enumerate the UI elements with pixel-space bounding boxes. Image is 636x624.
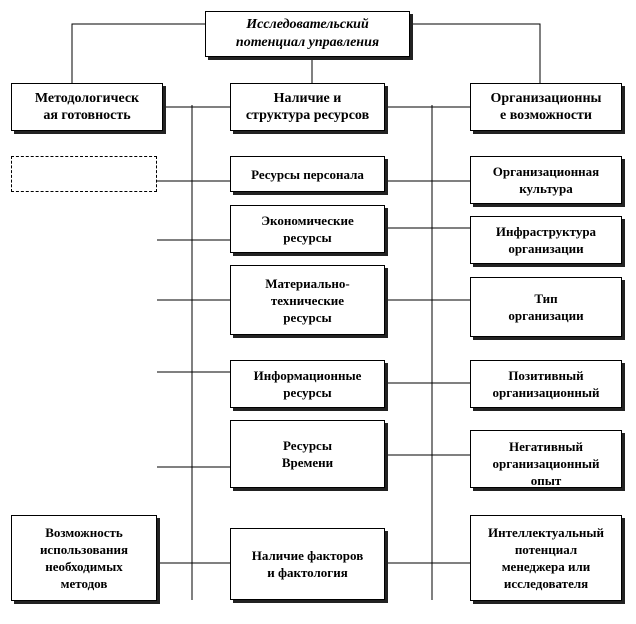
middle-item-economic-label: Экономические ресурсы xyxy=(261,213,354,245)
diagram-title-box: Исследовательский потенциал управления xyxy=(205,11,410,57)
diagram-title: Исследовательский потенциал управления xyxy=(235,17,380,50)
middle-item-economic: Экономические ресурсы xyxy=(230,205,385,253)
header-organizational-label: Организационны е возможности xyxy=(490,91,602,123)
right-item-culture-label: Организационная культура xyxy=(492,164,600,196)
right-item-negative: Негативный организационный опыт xyxy=(470,430,622,488)
middle-item-time: Ресурсы Времени xyxy=(230,420,385,488)
header-organizational: Организационны е возможности xyxy=(470,83,622,131)
left-methods-label: Возможность использования необходимых ме… xyxy=(39,525,129,591)
left-methods-box: Возможность использования необходимых ме… xyxy=(11,515,157,601)
right-item-culture: Организационная культура xyxy=(470,156,622,204)
right-item-positive: Позитивный организационный xyxy=(470,360,622,408)
header-methodological-label: Методологическ ая готовность xyxy=(34,91,140,123)
right-item-intellectual: Интеллектуальный потенциал менеджера или… xyxy=(470,515,622,601)
right-item-type: Тип организации xyxy=(470,277,622,337)
right-item-type-label: Тип организации xyxy=(508,291,584,323)
middle-item-facts-label: Наличие факторов и фактология xyxy=(251,548,364,580)
middle-item-personnel-label: Ресурсы персонала xyxy=(251,166,364,182)
middle-item-time-label: Ресурсы Времени xyxy=(281,438,334,470)
right-item-negative-label: Негативный организационный опыт xyxy=(492,439,600,488)
right-item-infrastructure-label: Инфраструктура организации xyxy=(495,224,597,256)
right-item-positive-label: Позитивный организационный xyxy=(492,368,600,400)
middle-item-material-label: Материально- технические ресурсы xyxy=(265,275,350,325)
middle-item-information: Информационные ресурсы xyxy=(230,360,385,408)
middle-item-information-label: Информационные ресурсы xyxy=(253,368,362,400)
header-resources-label: Наличие и структура ресурсов xyxy=(245,91,370,123)
header-methodological: Методологическ ая готовность xyxy=(11,83,163,131)
middle-item-material: Материально- технические ресурсы xyxy=(230,265,385,335)
right-item-infrastructure: Инфраструктура организации xyxy=(470,216,622,264)
middle-item-personnel: Ресурсы персонала xyxy=(230,156,385,192)
middle-item-facts: Наличие факторов и фактология xyxy=(230,528,385,600)
right-item-intellectual-label: Интеллектуальный потенциал менеджера или… xyxy=(487,525,605,591)
header-resources: Наличие и структура ресурсов xyxy=(230,83,385,131)
left-empty-box xyxy=(11,156,157,192)
